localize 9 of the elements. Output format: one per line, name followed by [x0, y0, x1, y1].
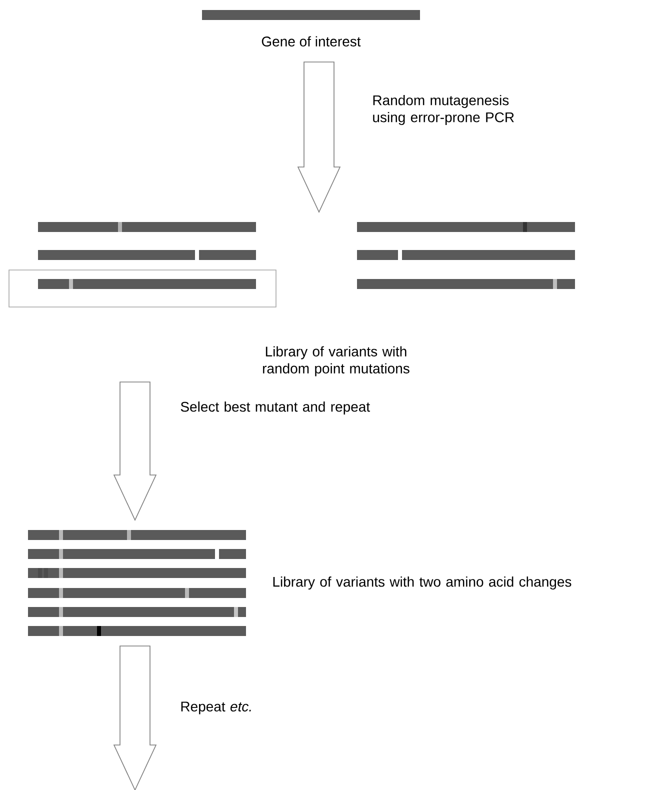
- block-arrow: [113, 382, 157, 521]
- edge-label: Repeat etc.: [181, 702, 251, 714]
- edge-label: Random mutagenesis using error-prone PCR: [373, 94, 514, 126]
- library-caption: Library of variants with two amino acid changes: [273, 576, 572, 590]
- block-arrow: [113, 646, 157, 790]
- block-arrow: [297, 62, 341, 213]
- gene-label: Gene of interest: [262, 36, 361, 46]
- edge-label: Select best mutant and repeat: [180, 401, 370, 415]
- library-caption: Library of variants with random point mutations: [263, 346, 410, 376]
